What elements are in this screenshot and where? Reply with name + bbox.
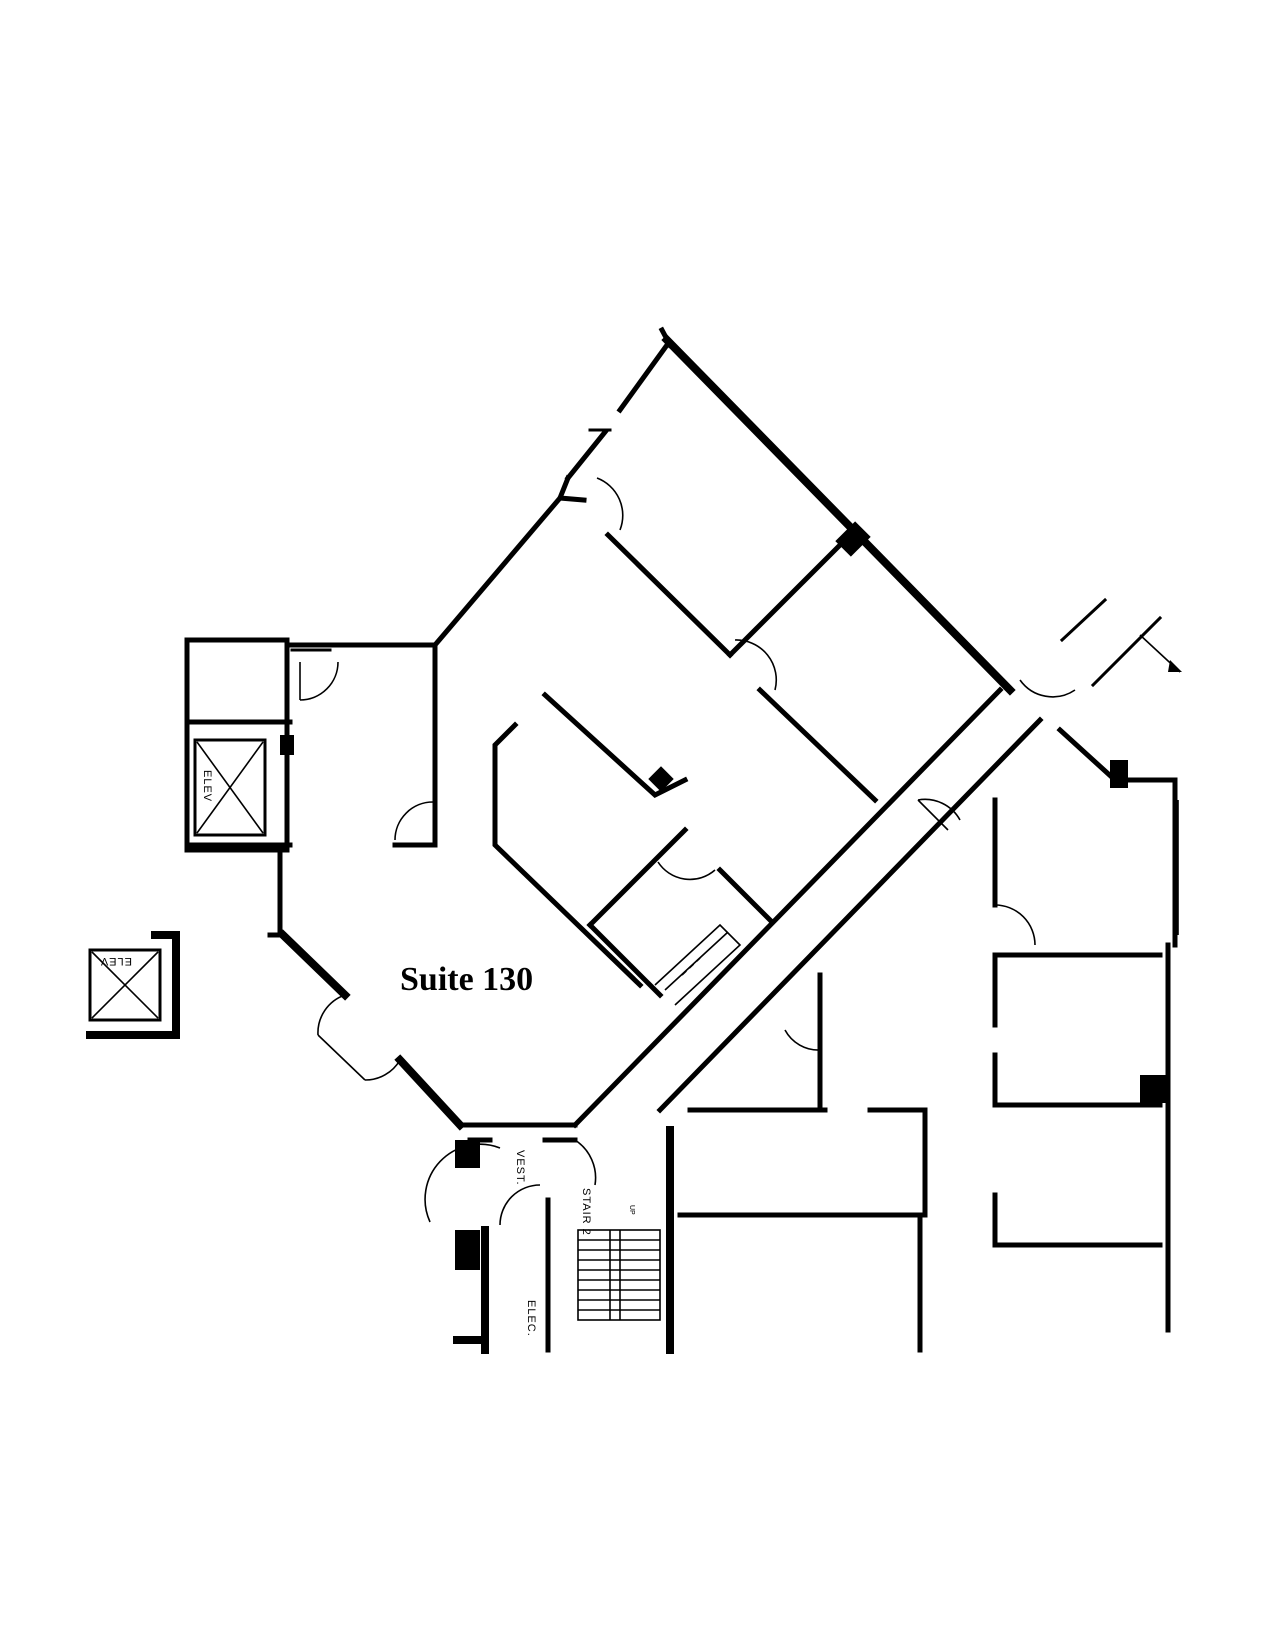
sw-exterior-wall	[277, 929, 351, 1001]
ne-entry-marks	[1059, 597, 1182, 688]
interior-walls	[492, 477, 879, 1006]
vestibule-stair: VEST. STAIR 2 UP ELEC.	[424, 1137, 661, 1354]
vestibule-label: VEST.	[514, 1150, 526, 1186]
elevator-west: ELEV	[86, 931, 180, 1039]
stair-up-label: UP	[628, 1205, 635, 1215]
entry-double-door	[317, 994, 401, 1081]
suite-label: Suite 130	[400, 961, 533, 998]
corridor-wall-se	[656, 716, 1044, 1114]
elevator-core: ELEV	[184, 637, 434, 853]
nw-exterior-wall	[616, 341, 671, 414]
south-suites	[666, 972, 928, 1354]
east-suites	[992, 726, 1179, 1333]
electrical-label: ELEC.	[525, 1300, 537, 1337]
elevator-west-label: ELEV	[100, 955, 132, 967]
corridor-wall-nw	[571, 686, 1004, 1129]
stair-label: STAIR 2	[580, 1188, 592, 1236]
suite-outer-walls	[267, 326, 1044, 1131]
stair-treads	[577, 1229, 661, 1321]
ne-exterior-wall	[661, 334, 1016, 696]
corridor-doors	[917, 679, 1076, 831]
elevator-main-label: ELEV	[201, 770, 213, 802]
